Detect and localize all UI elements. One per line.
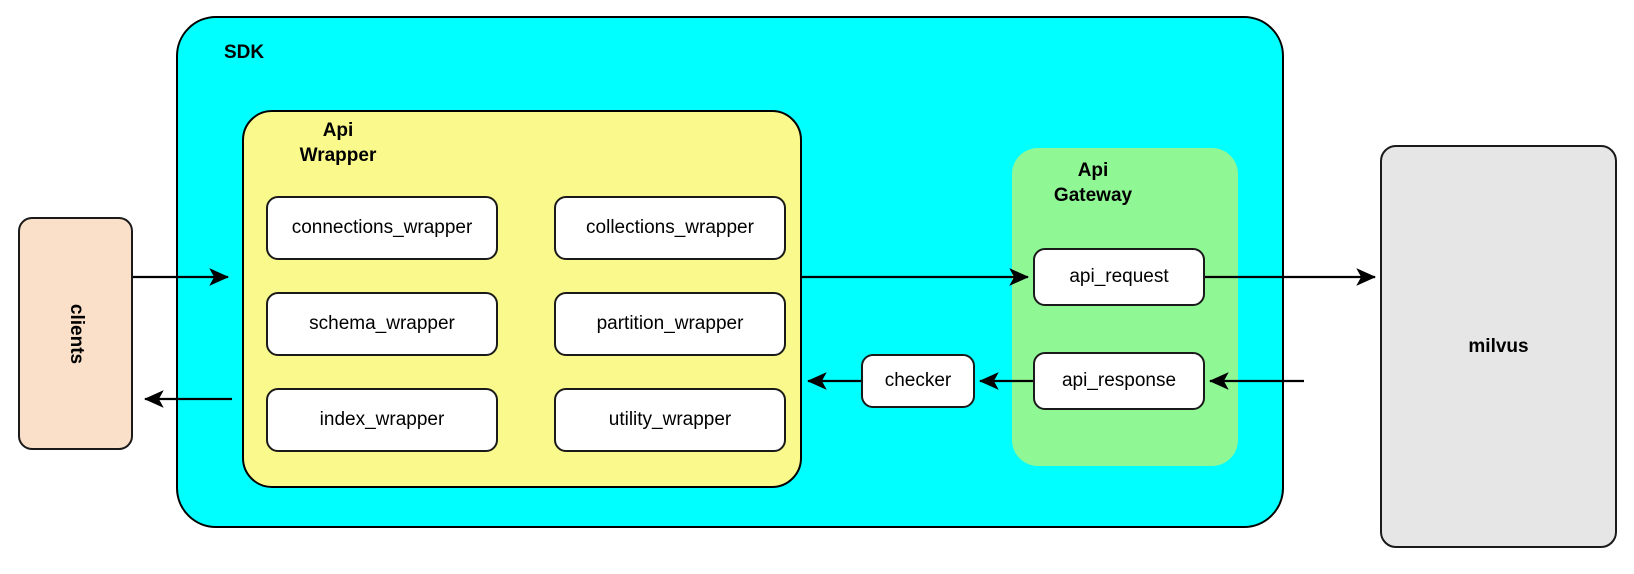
clients-label: clients (65, 303, 87, 364)
api-gateway-container: Api Gateway (1012, 148, 1238, 466)
node-clients[interactable]: clients (18, 217, 133, 450)
api-gateway-container-label: Api Gateway (1053, 160, 1133, 207)
node-partition-wrapper[interactable]: partition_wrapper (554, 292, 786, 356)
node-utility-wrapper[interactable]: utility_wrapper (554, 388, 786, 452)
sdk-container-label: SDK (224, 42, 265, 63)
node-milvus[interactable]: milvus (1380, 145, 1617, 548)
node-api-response[interactable]: api_response (1033, 352, 1205, 410)
node-collections-wrapper[interactable]: collections_wrapper (554, 196, 786, 260)
node-index-wrapper[interactable]: index_wrapper (266, 388, 498, 452)
node-connections-wrapper[interactable]: connections_wrapper (266, 196, 498, 260)
node-api-request[interactable]: api_request (1033, 248, 1205, 306)
node-schema-wrapper[interactable]: schema_wrapper (266, 292, 498, 356)
api-wrapper-container-label: Api Wrapper (299, 120, 377, 167)
node-checker[interactable]: checker (861, 354, 975, 408)
